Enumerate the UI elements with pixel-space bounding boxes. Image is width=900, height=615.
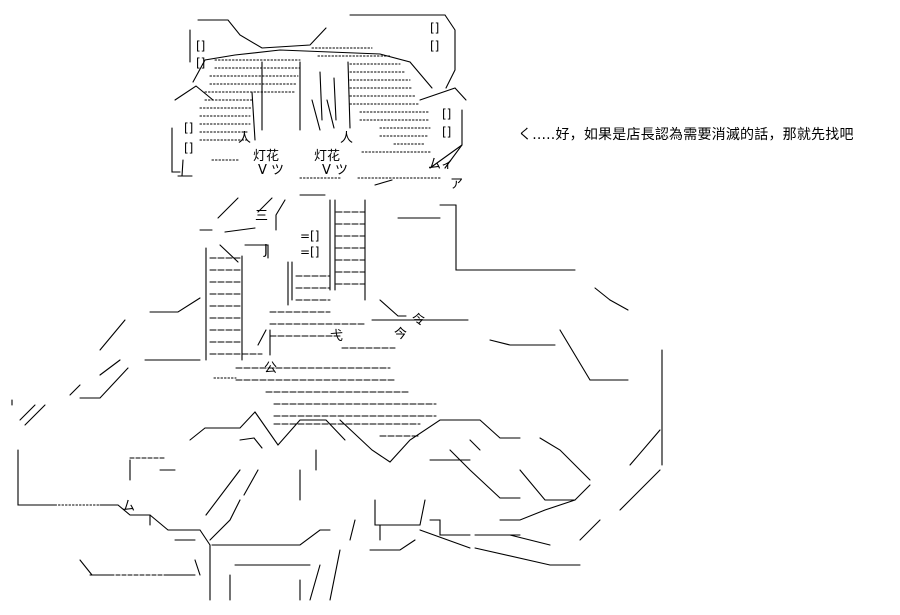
ren-right: 人 (340, 131, 354, 146)
bracket-glyph-5: [] (184, 121, 193, 135)
glyph-jin: 今 (394, 327, 408, 342)
bracket-glyph-9: =[] (300, 229, 319, 243)
dengua-right: 灯花 (314, 149, 341, 164)
vtsu-right: V ツ (322, 163, 349, 178)
glyph-mu: ムィ (428, 157, 455, 172)
bracket-glyph-7: [] (442, 107, 451, 121)
ren-left: 人 (238, 131, 252, 146)
glyph-ling: 令 (412, 313, 426, 328)
glyph-san: 三 (255, 209, 269, 224)
bracket-glyph-2: [] (196, 56, 205, 70)
glyph-j: J (264, 243, 268, 258)
bracket-glyph-8: [] (442, 125, 451, 139)
glyph-mu2: ム (122, 499, 136, 514)
vtsu-left: V ツ (258, 163, 285, 178)
dialogue-caption: く.....好，如果是店長認為需要消滅的話，那就先找吧 (518, 127, 854, 143)
bracket-glyph-6: [] (184, 141, 193, 155)
glyph-a: ア (450, 177, 464, 192)
glyph-yi: 弋 (330, 329, 344, 344)
glyph-gong: 公 (264, 361, 278, 376)
bracket-glyph-4: [] (430, 39, 439, 53)
bracket-glyph-10: =[] (300, 245, 319, 259)
bracket-glyph-3: [] (430, 21, 439, 35)
bracket-glyph-1: [] (196, 39, 205, 53)
dengua-left: 灯花 (253, 149, 280, 164)
